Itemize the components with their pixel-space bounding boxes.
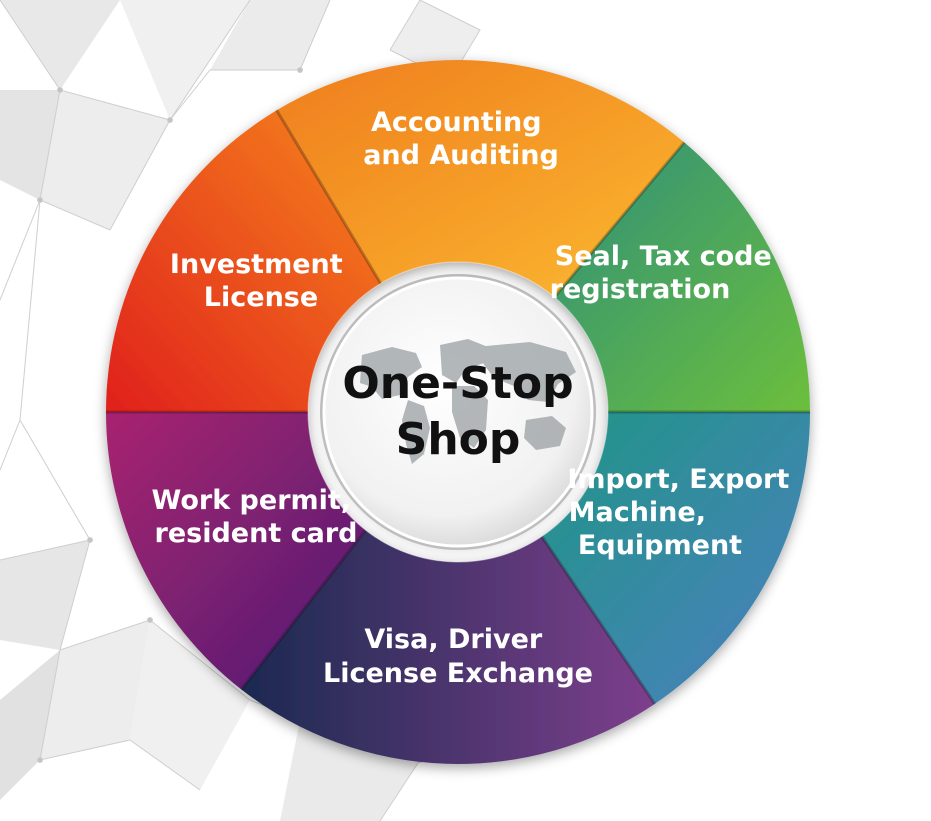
label-import-line2: Machine,: [569, 497, 706, 528]
segment-accounting-auditing: [276, 60, 685, 298]
segment-dividers: [106, 109, 810, 705]
label-investment: Investment License: [170, 249, 352, 313]
segment-investment-license: [106, 110, 381, 413]
label-import: Import, Export Machine, Equipment: [567, 464, 798, 561]
label-import-line1: Import, Export: [567, 464, 789, 495]
world-map-icon: [360, 339, 576, 464]
label-seal: Seal, Tax code registration: [550, 241, 782, 305]
label-investment-line2: License: [204, 282, 318, 313]
label-seal-line2: registration: [550, 274, 731, 305]
label-accounting-line1: Accounting: [371, 107, 542, 138]
label-workpermit: Work permit, resident card: [152, 485, 361, 549]
label-investment-line1: Investment: [170, 249, 343, 280]
segment-wheel: [106, 60, 810, 764]
label-workpermit-line1: Work permit,: [152, 485, 352, 516]
label-seal-line1: Seal, Tax code: [555, 241, 772, 272]
segment-seal-tax-code: [554, 142, 810, 412]
label-visa-line2: License Exchange: [323, 658, 593, 689]
center-title-line1: One-Stop: [342, 358, 573, 409]
segment-import-export: [541, 412, 810, 704]
label-visa: Visa, Driver License Exchange: [323, 624, 593, 689]
center-hub: [320, 274, 596, 550]
label-visa-line1: Visa, Driver: [364, 624, 543, 655]
segment-divider: [540, 535, 657, 705]
segment-divider: [275, 109, 383, 285]
inner-ring-line: [307, 261, 609, 563]
label-workpermit-line2: resident card: [155, 518, 358, 549]
segment-divider: [240, 529, 367, 691]
center-title-line2: Shop: [396, 414, 521, 465]
segment-divider: [553, 141, 686, 299]
label-import-line3: Equipment: [578, 530, 742, 561]
segment-work-permit: [106, 412, 366, 690]
label-accounting: Accounting and Auditing: [363, 107, 559, 171]
label-accounting-line2: and Auditing: [363, 140, 559, 171]
background-network: [0, 0, 481, 821]
segment-visa-driver-license: [241, 530, 655, 764]
